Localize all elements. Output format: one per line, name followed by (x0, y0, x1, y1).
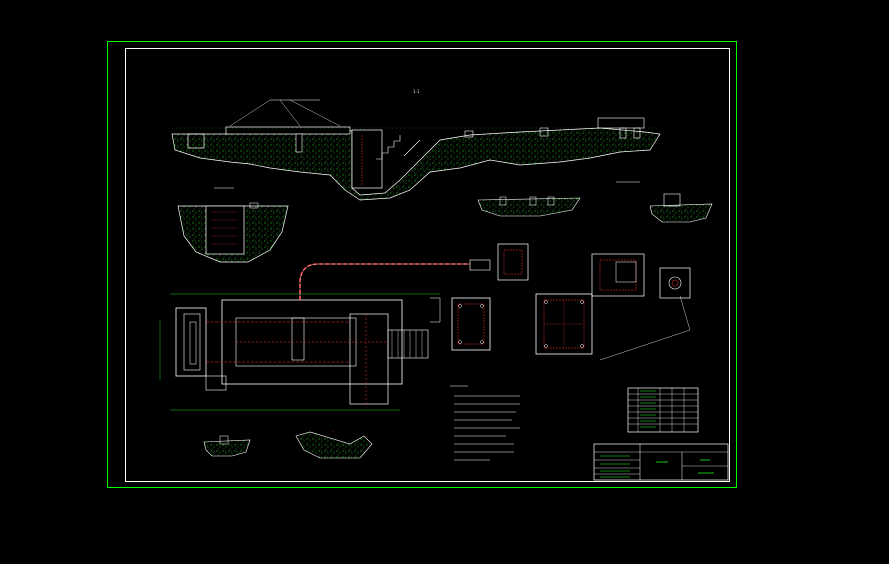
svg-text:··: ·· (332, 429, 335, 434)
material-table (627, 387, 699, 433)
column-base-detail (497, 243, 691, 361)
detail-section-left (177, 187, 289, 263)
inner-sheet-frame (125, 48, 730, 482)
foundation-plan-b (535, 293, 593, 355)
detail-section-right (616, 181, 713, 223)
detail-section-bottom-mid: ·· (295, 429, 373, 459)
plan-view (159, 259, 491, 411)
detail-section-middle (477, 196, 581, 217)
outer-sheet-frame (107, 41, 737, 488)
detail-section-bottom-left (203, 435, 251, 457)
section-title: 1-1 (413, 89, 420, 94)
long-section-1-1 (171, 99, 661, 201)
title-block (593, 443, 729, 481)
foundation-plan-a (451, 297, 491, 351)
general-notes (450, 385, 520, 461)
